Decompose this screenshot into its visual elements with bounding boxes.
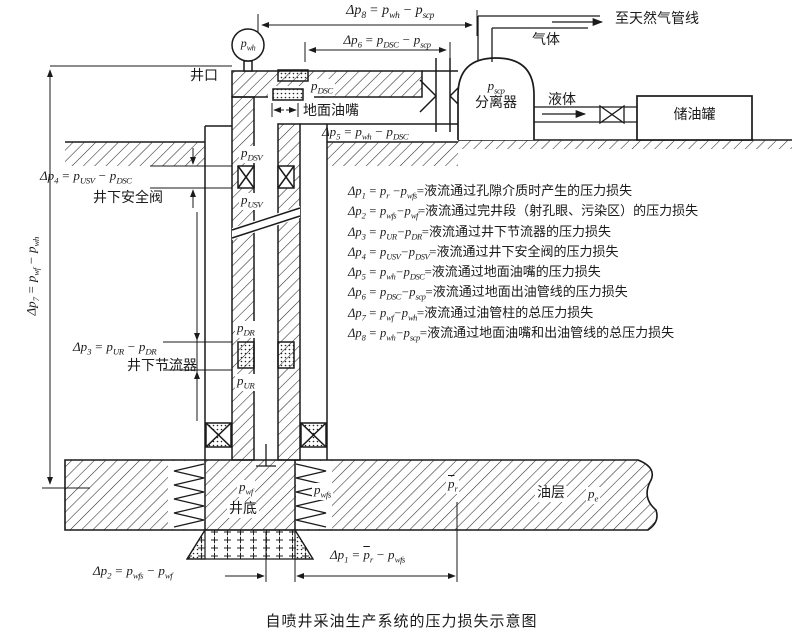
equation-list: Δp1 = pr −pwfs=液流通过孔隙介质时产生的压力损失 Δp2 = pw… <box>348 180 699 343</box>
gas-label: 气体 <box>532 33 560 48</box>
gauge-pwh-label: pwh <box>240 36 256 53</box>
equation-formula: Δp6 = pDSC−pscp <box>348 285 426 302</box>
dim2-label: Δp2 = pwfs − pwf <box>93 563 173 581</box>
pdr-label: pDR <box>235 320 257 338</box>
pressure-gauge <box>231 28 265 72</box>
dim8-line <box>257 10 478 36</box>
dim3-label: Δp3 = pUR − pDR <box>73 339 157 357</box>
equation-row: Δp7 = pwf−pwh=液流通过油管柱的总压力损失 <box>348 302 698 323</box>
dim6-line <box>304 42 451 62</box>
liquid-pipe <box>534 104 637 125</box>
dim4-lines <box>150 148 232 208</box>
pusv-label: pUSV <box>239 192 265 210</box>
reservoir <box>64 459 658 531</box>
wellhead-label: 井口 <box>190 69 218 84</box>
storage-tank-label: 储油罐 <box>673 108 716 123</box>
dim1-dim2-lines <box>225 502 458 582</box>
dim7-label: Δp7 = pwf − pwh <box>23 237 42 316</box>
pr-bar-label: pr <box>446 476 460 494</box>
ground-surface <box>65 139 792 166</box>
separator-pressure-label: pscp <box>487 78 505 96</box>
equation-formula: Δp7 = pwf−pwh <box>348 305 417 323</box>
liquid-label: 液体 <box>548 93 576 108</box>
to-gas-pipeline-label: 至天然气管线 <box>615 12 699 27</box>
separator-vessel <box>457 57 535 140</box>
equation-row: Δp8 = pwh−pscp=液流通过地面油嘴和出油管线的总压力损失 <box>348 322 698 343</box>
pipe-break-symbol <box>231 206 301 240</box>
gas-pipe <box>477 15 604 62</box>
pe-label: pe <box>586 486 600 504</box>
storage-tank <box>636 95 753 141</box>
pdsv-label: pDSV <box>239 145 265 163</box>
perforation-right-icon <box>295 463 327 528</box>
equation-formula: Δp4 = pUSV−pDSV <box>348 244 430 262</box>
bottomhole-label: 井底 <box>227 502 259 519</box>
pwfs-label: pwfs <box>312 482 333 500</box>
equation-desc: =液流通过井下安全阀的压力损失 <box>429 243 619 259</box>
dim3-lines <box>163 212 232 421</box>
dim4-label: Δp4 = pUSV − pDSC <box>40 168 132 186</box>
equation-row: Δp1 = pr −pwfs=液流通过孔隙介质时产生的压力损失 <box>348 180 698 201</box>
equation-row: Δp4 = pUSV−pDSV=液流通过井下安全阀的压力损失 <box>348 241 698 262</box>
equation-formula: Δp1 = pr −pwfs <box>348 184 417 201</box>
dim7-line <box>42 65 232 489</box>
dim5-label: Δp5 = pwh − pDSC <box>322 124 409 142</box>
damaged-zone <box>185 527 315 560</box>
liquid-valve-icon <box>599 104 614 125</box>
surface-choke-label: 地面油嘴 <box>303 104 359 119</box>
downhole-choke-label: 井下节流器 <box>127 359 197 374</box>
equation-row: Δp2 = pwfs−pwf=液流通过完井段（射孔眼、污染区）的压力损失 <box>348 200 699 221</box>
equation-row: Δp6 = pDSC−pscp=液流通过地面出油管线的压力损失 <box>348 281 698 302</box>
pur-label: pUR <box>235 373 257 391</box>
equation-row: Δp3 = pUR−pDR=液流通过井下节流器的压力损失 <box>348 221 698 242</box>
dim8-label: Δp8 = pwh − pscp <box>346 3 434 21</box>
downhole-choke-device <box>237 341 295 369</box>
dim6-label: Δp6 = pDSC − pscp <box>343 32 431 50</box>
equation-formula: Δp8 = pwh−pscp <box>348 326 420 343</box>
equation-desc: =液流通过完井段（射孔眼、污染区）的压力损失 <box>417 203 699 219</box>
packer <box>204 422 328 448</box>
equation-desc: =液流通过井下节流器的压力损失 <box>421 223 611 239</box>
equation-desc: =液流通过油管柱的总压力损失 <box>416 304 594 320</box>
safety-valve-label: 井下安全阀 <box>93 191 163 206</box>
equation-desc: =液流通过地面出油管线的压力损失 <box>425 284 628 300</box>
equation-desc: =液流通过地面油嘴的压力损失 <box>424 264 601 280</box>
equation-formula: Δp2 = pwfs−pwf <box>348 204 418 221</box>
equation-row: Δp5 = pwh−pDSC=液流通过地面油嘴的压力损失 <box>348 261 698 282</box>
equation-formula: Δp3 = pUR−pDR <box>348 224 422 242</box>
dim1-label: Δp1 = pr − pwfs <box>330 547 405 565</box>
figure-caption: 自喷井采油生产系统的压力损失示意图 <box>265 614 538 630</box>
pdsc-label: pDSC <box>309 78 335 96</box>
pwf-label: pwf <box>237 479 255 497</box>
downhole-safety-valve <box>237 165 295 189</box>
dim5-choke-gap <box>271 103 299 117</box>
separator-label: 分离器 <box>475 96 517 111</box>
equation-formula: Δp5 = pwh−pDSC <box>348 265 425 282</box>
oil-layer-label: 油层 <box>535 486 567 503</box>
perforation-left-icon <box>173 463 205 528</box>
equation-desc: =液流通过孔隙介质时产生的压力损失 <box>416 183 633 198</box>
equation-desc: =液流通过地面油嘴和出油管线的总压力损失 <box>419 325 675 341</box>
surface-choke-device <box>268 69 314 103</box>
